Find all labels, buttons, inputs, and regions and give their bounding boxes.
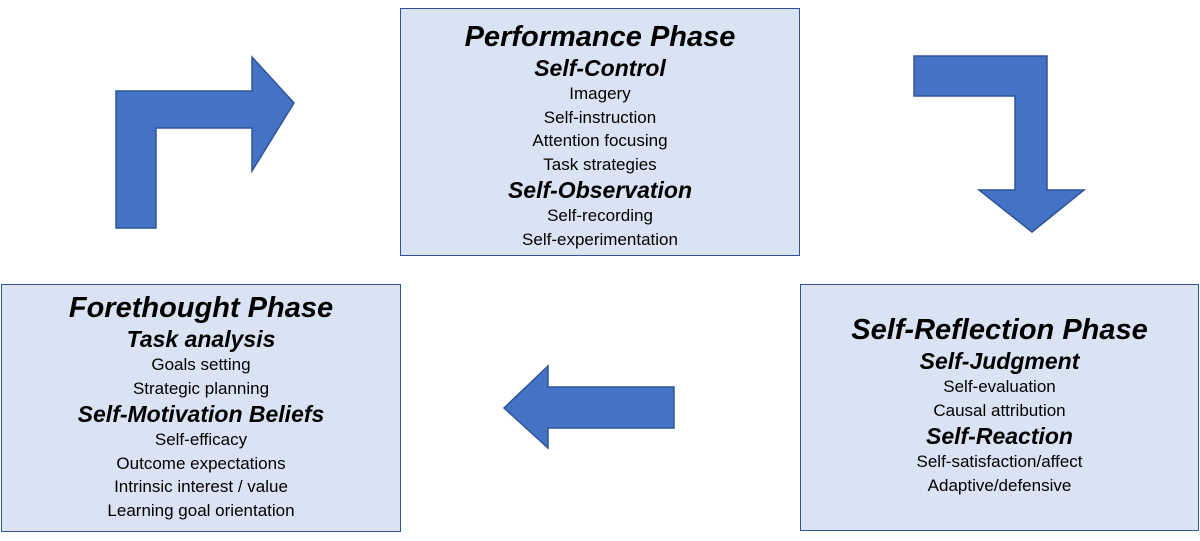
phase-title: Forethought Phase — [68, 292, 334, 324]
list-item: Adaptive/defensive — [927, 475, 1072, 495]
forethought-phase-box: Forethought Phase Task analysis Goals se… — [1, 284, 401, 532]
list-item: Self-experimentation — [522, 229, 678, 249]
list-item: Attention focusing — [532, 131, 668, 150]
list-item: Intrinsic interest / value — [114, 477, 288, 496]
section-title: Task analysis — [126, 326, 276, 352]
list-item: Goals setting — [151, 355, 251, 374]
section-title: Self-Reaction — [926, 423, 1073, 449]
arrow-forethought-to-performance-icon — [115, 55, 295, 229]
list-item: Self-evaluation — [943, 377, 1056, 396]
phase-title: Performance Phase — [464, 21, 736, 53]
list-item: Self-instruction — [543, 107, 657, 127]
list-item: Task strategies — [543, 154, 657, 174]
list-item: Strategic planning — [132, 378, 270, 398]
list-item: Self-recording — [547, 206, 653, 225]
list-item: Self-efficacy — [154, 430, 248, 449]
section-title: Self-Observation — [507, 177, 693, 203]
list-item: Causal attribution — [933, 400, 1066, 420]
section-title: Self-Judgment — [919, 348, 1080, 374]
section-title: Self-Motivation Beliefs — [77, 401, 325, 427]
arrow-reflection-to-forethought-icon — [502, 364, 675, 450]
performance-phase-box: Performance Phase Self-Control Imagery S… — [400, 8, 800, 256]
list-item: Self-satisfaction/affect — [916, 452, 1083, 471]
phase-title: Self-Reflection Phase — [851, 314, 1148, 346]
self-reflection-phase-box: Self-Reflection Phase Self-Judgment Self… — [800, 284, 1199, 531]
list-item: Learning goal orientation — [107, 500, 295, 520]
section-title: Self-Control — [534, 55, 666, 81]
list-item: Outcome expectations — [116, 453, 286, 473]
list-item: Imagery — [569, 84, 631, 103]
arrow-performance-to-reflection-icon — [913, 55, 1087, 233]
